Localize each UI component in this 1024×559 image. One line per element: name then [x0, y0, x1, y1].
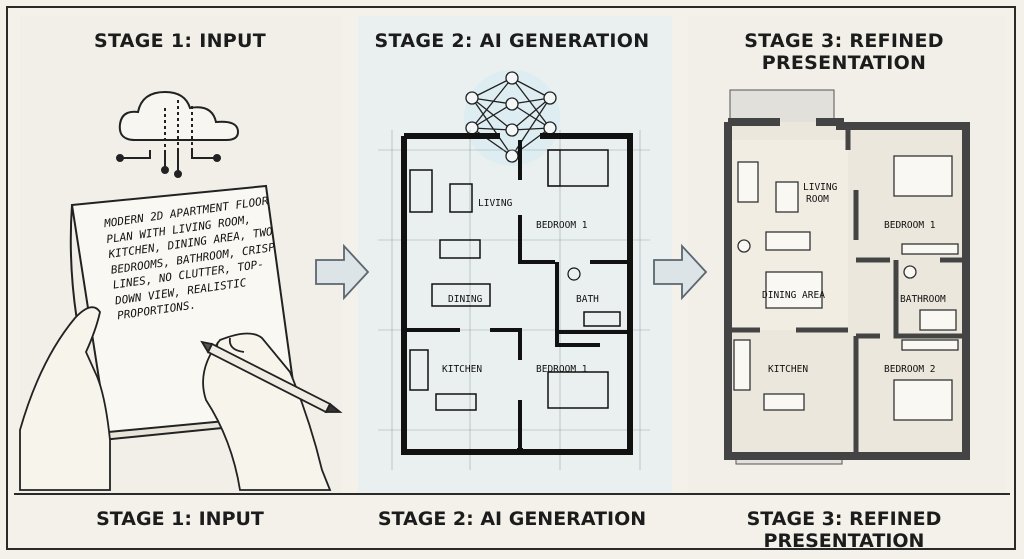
- room-label-kitchen: KITCHEN: [442, 364, 482, 375]
- hand-icon: [19, 306, 332, 491]
- arrow-right-icon: [653, 243, 708, 301]
- room-label-living: LIVING: [478, 198, 513, 209]
- room-label-bedroom-1b: BEDROOM 1: [536, 364, 588, 375]
- refined-floor-plan: [724, 89, 970, 465]
- arrow-right-icon: [315, 243, 370, 301]
- stage-3-title: STAGE 3: REFINED PRESENTATION: [744, 30, 944, 74]
- room-label-bathroom: BATHROOM: [900, 294, 946, 305]
- stage-1-title: STAGE 1: INPUT: [94, 30, 266, 52]
- neural-network-icon: [464, 70, 560, 166]
- plan2-labels: LIVING BEDROOM 1 DINING BATH KITCHEN BED…: [442, 198, 599, 375]
- room-label-living-room-1: LIVING: [803, 182, 838, 193]
- room-label-bedroom-1: BEDROOM 1: [536, 220, 588, 231]
- construction-lines: [378, 130, 650, 470]
- pencil-icon: [200, 340, 343, 414]
- room-label-living-room-2: ROOM: [806, 194, 829, 205]
- stage-1-footer: STAGE 1: INPUT: [96, 508, 264, 530]
- room-label-kitchen: KITCHEN: [768, 364, 808, 375]
- plan3-labels: LIVING ROOM BEDROOM 1 DINING AREA BATHRO…: [762, 182, 946, 375]
- ai-floor-plan: [401, 133, 633, 455]
- room-label-dining-area: DINING AREA: [762, 290, 825, 301]
- room-label-dining: DINING: [448, 294, 483, 305]
- room-label-bath: BATH: [576, 294, 599, 305]
- stage-2-title: STAGE 2: AI GENERATION: [374, 30, 650, 52]
- room-label-bedroom-2: BEDROOM 2: [884, 364, 935, 375]
- footer-divider: [14, 493, 1010, 495]
- cloud-icon: [116, 90, 240, 178]
- stage-3-footer: STAGE 3: REFINED PRESENTATION: [746, 508, 942, 552]
- diagram-frame: [6, 6, 1016, 550]
- room-label-bedroom-1: BEDROOM 1: [884, 220, 936, 231]
- stage-2-footer: STAGE 2: AI GENERATION: [377, 508, 647, 530]
